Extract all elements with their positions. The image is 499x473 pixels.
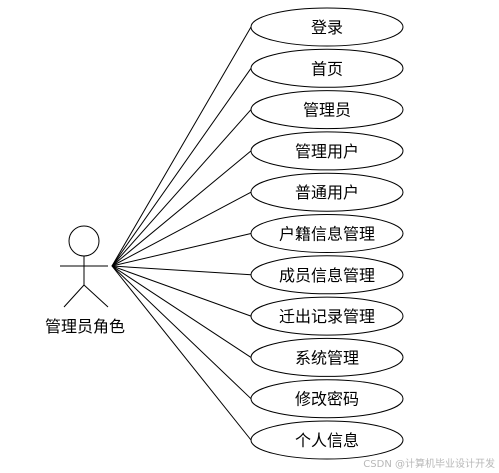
actor-left-leg (63, 284, 85, 308)
use-case-ellipse (250, 214, 404, 253)
use-case-label: 个人信息 (295, 431, 359, 450)
use-case: 迁出记录管理 (250, 296, 404, 336)
use-case: 系统管理 (250, 337, 404, 377)
use-case-ellipse (250, 296, 404, 336)
use-case-ellipse (250, 90, 404, 130)
watermark: CSDN @计算机毕业设计开发 (363, 459, 495, 470)
use-case-label: 修改密码 (295, 390, 359, 409)
association-line (111, 265, 252, 441)
association-line (111, 265, 252, 276)
use-case: 登录 (250, 7, 404, 47)
association-line (111, 265, 252, 358)
use-case: 个人信息 (250, 420, 404, 460)
association-line (111, 68, 252, 267)
use-case-label: 管理用户 (295, 142, 359, 161)
use-case-label: 管理员 (303, 101, 351, 120)
association-lines (111, 26, 252, 441)
use-case-label: 户籍信息管理 (279, 225, 375, 244)
association-line (111, 265, 252, 400)
association-line (111, 191, 252, 267)
association-line (111, 109, 252, 267)
use-case: 成员信息管理 (250, 255, 404, 295)
use-case-ellipse (250, 48, 404, 88)
use-case-label: 成员信息管理 (279, 266, 375, 285)
association-line (111, 150, 252, 267)
use-case-ellipse (250, 131, 404, 171)
use-case-label: 登录 (311, 18, 343, 37)
use-case: 管理员 (250, 90, 404, 130)
actor-head (68, 225, 100, 257)
use-case-ellipse (250, 337, 404, 377)
use-case: 管理用户 (250, 131, 404, 171)
actor-right-leg (83, 284, 109, 308)
use-case-ellipse (250, 420, 404, 460)
use-case-label: 首页 (311, 59, 343, 78)
association-line (111, 265, 252, 317)
association-line (111, 26, 252, 267)
use-case: 普通用户 (250, 172, 404, 212)
use-case-label: 系统管理 (295, 348, 359, 367)
use-case: 户籍信息管理 (250, 214, 404, 253)
actor-label: 管理员角色 (45, 317, 125, 336)
actor-figure (60, 225, 109, 308)
use-case-ellipse (250, 172, 404, 212)
association-line (111, 233, 252, 267)
use-case-ellipse (250, 255, 404, 295)
use-case-group: 登录首页管理员管理用户普通用户户籍信息管理成员信息管理迁出记录管理系统管理修改密… (250, 7, 404, 460)
use-case-label: 迁出记录管理 (279, 307, 375, 326)
use-case: 修改密码 (250, 379, 404, 419)
use-case-ellipse (250, 379, 404, 419)
use-case-label: 普通用户 (295, 183, 359, 202)
use-case: 首页 (250, 48, 404, 88)
use-case-ellipse (250, 7, 404, 47)
